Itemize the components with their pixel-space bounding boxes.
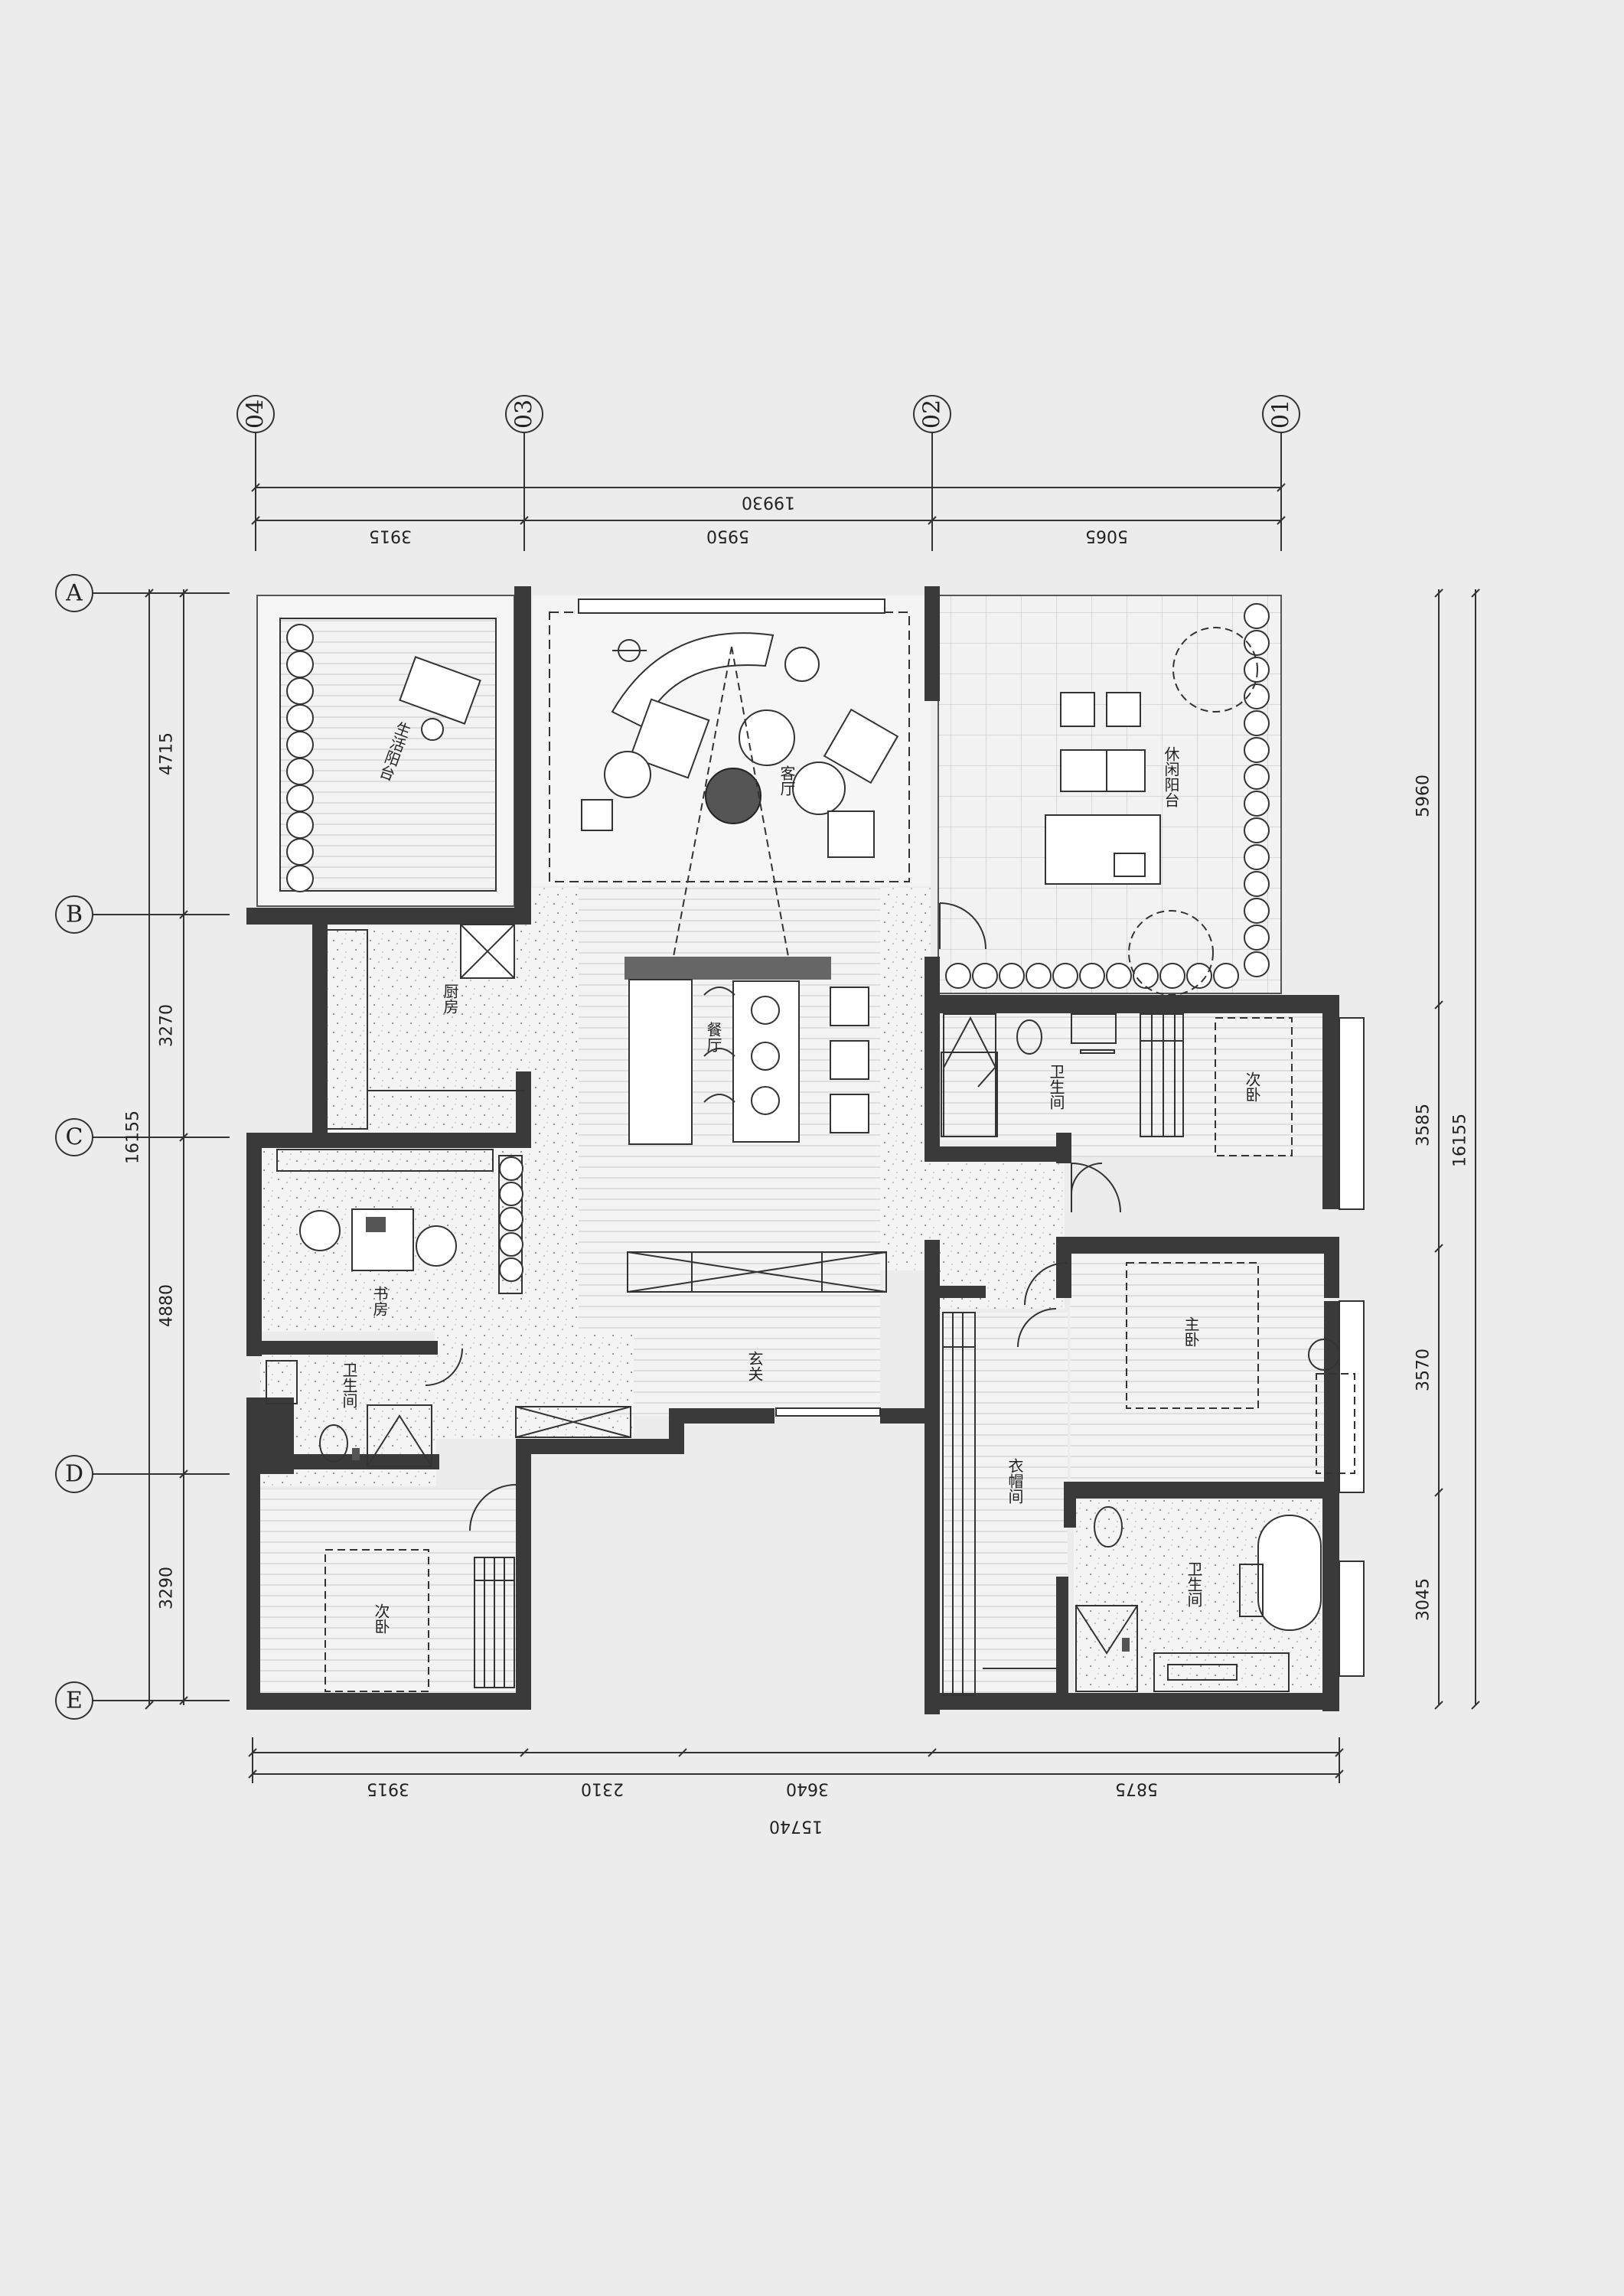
dim-left-total: 16155 xyxy=(124,1110,143,1164)
label-master-bedroom: 主卧 xyxy=(1182,1316,1200,1347)
walls xyxy=(246,586,1339,1714)
bathroom-master-fixtures xyxy=(1075,1506,1322,1692)
dim-top-total: 19930 xyxy=(742,493,795,512)
label-walk-in-closet: 衣帽间 xyxy=(1006,1458,1024,1504)
service-balcony-plants xyxy=(286,624,481,892)
label-leisure-balcony: 休闲阳台 xyxy=(1162,746,1180,807)
dim-left-seg-4: 3290 xyxy=(158,1567,177,1609)
entrance-cabinet xyxy=(515,1251,887,1438)
label-bedroom-right-upper: 次卧 xyxy=(1243,1071,1261,1102)
label-bedroom-left-lower: 次卧 xyxy=(372,1603,390,1634)
dim-top-seg-3: 5065 xyxy=(1085,527,1128,546)
living-room-furniture xyxy=(581,632,899,957)
dim-bottom-total: 15740 xyxy=(769,1817,823,1836)
column-axis-02: 02 xyxy=(913,395,951,551)
dim-bottom-seg-4: 5875 xyxy=(1115,1779,1158,1799)
column-axis-04: 04 xyxy=(236,395,275,551)
dimension-bottom: 3915 2310 3640 5875 15740 xyxy=(248,1737,1344,1836)
dim-bottom-seg-2: 2310 xyxy=(581,1779,624,1799)
windows xyxy=(578,598,1365,1677)
axis-grid: 04 03 02 01 A B C xyxy=(55,395,1300,1720)
label-bathroom-left: 卫生间 xyxy=(340,1362,358,1408)
column-label-01: 01 xyxy=(1268,400,1295,429)
dim-right-seg-1: 5960 xyxy=(1414,775,1433,817)
dim-bottom-seg-3: 3640 xyxy=(786,1779,829,1799)
bathroom-left-fixtures xyxy=(266,1360,432,1467)
row-label-D: D xyxy=(65,1461,83,1488)
study-furniture xyxy=(276,1149,523,1294)
label-bathroom-master: 卫生间 xyxy=(1185,1561,1203,1607)
label-living-room: 客厅 xyxy=(778,765,796,796)
row-label-C: C xyxy=(66,1124,83,1151)
label-bathroom-right-upper: 卫生间 xyxy=(1047,1064,1065,1110)
dim-top-seg-1: 3915 xyxy=(369,527,412,546)
row-axis-D: D xyxy=(55,1455,230,1493)
label-dining-room: 餐厅 xyxy=(704,1022,722,1052)
row-label-B: B xyxy=(66,902,83,928)
label-kitchen: 厨房 xyxy=(441,983,459,1014)
dim-right-seg-3: 3570 xyxy=(1414,1349,1433,1391)
leisure-balcony-plants xyxy=(945,603,1270,996)
column-axis-01: 01 xyxy=(1262,395,1300,551)
dimension-left: 16155 4715 3270 4880 3290 xyxy=(124,589,188,1710)
dimension-right: 5960 3585 3570 3045 16155 xyxy=(1414,589,1480,1710)
row-axis-C: C xyxy=(55,1118,230,1156)
dim-bottom-seg-1: 3915 xyxy=(367,1779,409,1799)
dimension-top: 19930 3915 5950 5065 xyxy=(251,483,1286,546)
column-axis-03: 03 xyxy=(505,395,543,551)
row-label-E: E xyxy=(66,1688,83,1714)
dim-top-seg-2: 5950 xyxy=(706,527,749,546)
dim-right-total: 16155 xyxy=(1451,1114,1470,1167)
bedroom-left-furniture xyxy=(324,1549,515,1692)
doors xyxy=(425,902,1121,1531)
dim-right-seg-2: 3585 xyxy=(1414,1104,1433,1146)
row-axis-B: B xyxy=(55,895,230,934)
dim-left-seg-3: 4880 xyxy=(158,1284,177,1327)
column-label-02: 02 xyxy=(919,400,946,429)
label-study: 书房 xyxy=(370,1286,389,1316)
row-label-A: A xyxy=(65,580,83,607)
column-label-03: 03 xyxy=(511,400,538,429)
column-label-04: 04 xyxy=(243,400,269,429)
row-axis-E: E xyxy=(55,1681,230,1720)
row-axis-A: A xyxy=(55,574,230,612)
dining-furniture xyxy=(624,957,869,1145)
dim-right-seg-4: 3045 xyxy=(1414,1578,1433,1621)
kitchen-furniture xyxy=(328,924,525,1130)
walk-in-closet-shelves xyxy=(942,1312,1056,1696)
dim-left-seg-1: 4715 xyxy=(158,732,177,775)
label-entrance: 玄关 xyxy=(745,1351,764,1381)
bedroom-right-upper-furniture xyxy=(1140,1013,1293,1156)
bathroom-right-upper-fixtures xyxy=(941,1013,1117,1137)
dim-left-seg-2: 3270 xyxy=(158,1004,177,1047)
master-bedroom-furniture xyxy=(1126,1262,1355,1474)
